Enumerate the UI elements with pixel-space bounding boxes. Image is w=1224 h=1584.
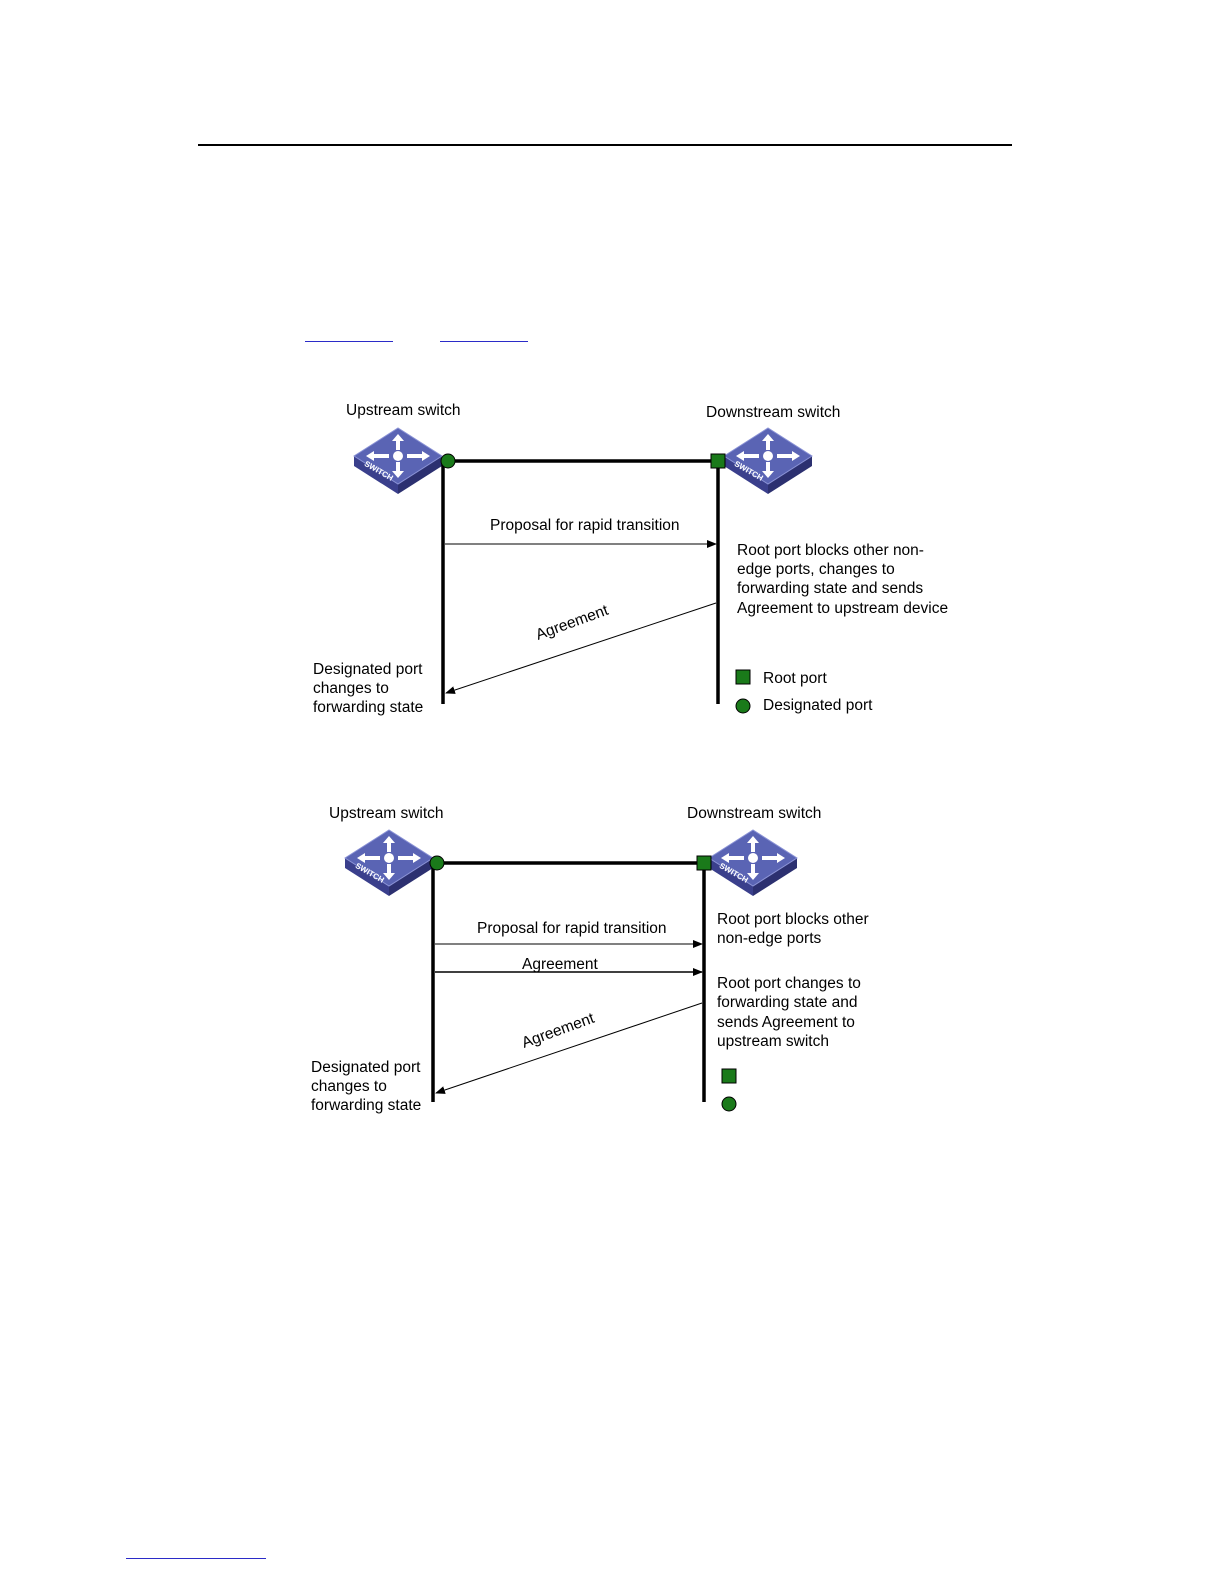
proposal-label: Proposal for rapid transition bbox=[490, 517, 680, 534]
svg-text:forwarding state and: forwarding state and bbox=[717, 994, 857, 1011]
downstream-switch-icon: SWITCH bbox=[708, 829, 798, 897]
svg-text:non-edge ports: non-edge ports bbox=[717, 930, 822, 947]
svg-text:Root port changes to: Root port changes to bbox=[717, 975, 861, 992]
agreement-back-label: Agreement bbox=[520, 1010, 598, 1052]
svg-text:Root port blocks other non-: Root port blocks other non- bbox=[737, 542, 924, 559]
legend-designated-port-icon bbox=[721, 1096, 737, 1112]
upstream-switch-label: Upstream switch bbox=[329, 805, 444, 822]
legend-root-port-icon bbox=[735, 669, 751, 685]
root-port-blocks-note: Root port blocks other non-edge ports bbox=[717, 911, 869, 947]
designated-port-marker bbox=[429, 855, 445, 871]
svg-text:Root port blocks other: Root port blocks other bbox=[717, 911, 869, 928]
designated-port-note: Designated port changes to forwarding st… bbox=[311, 1059, 421, 1114]
rstp-diagram-with-agreement: Upstream switch Downstream switch SWITCH… bbox=[311, 805, 869, 1114]
link-underline-1[interactable] bbox=[305, 341, 393, 342]
svg-text:upstream switch: upstream switch bbox=[717, 1033, 829, 1050]
link-underline-2[interactable] bbox=[440, 341, 528, 342]
legend-designated-port-icon bbox=[735, 698, 751, 714]
root-port-forwarding-note: Root port changes to forwarding state an… bbox=[717, 975, 861, 1050]
legend-root-port-label: Root port bbox=[763, 670, 827, 687]
rstp-diagram-proposal-agreement: Upstream switch Downstream switch SWITCH… bbox=[313, 402, 948, 716]
svg-text:forwarding state: forwarding state bbox=[311, 1097, 421, 1114]
svg-text:forwarding state: forwarding state bbox=[313, 699, 423, 716]
svg-text:changes to: changes to bbox=[313, 680, 389, 697]
agreement-arrow bbox=[445, 602, 717, 694]
root-port-marker bbox=[710, 453, 726, 469]
root-port-note: Root port blocks other non- edge ports, … bbox=[737, 542, 948, 617]
svg-text:Agreement to upstream device: Agreement to upstream device bbox=[737, 600, 948, 617]
svg-text:edge ports, changes to: edge ports, changes to bbox=[737, 561, 895, 578]
svg-text:forwarding state and sends: forwarding state and sends bbox=[737, 580, 923, 597]
svg-text:Designated port: Designated port bbox=[313, 661, 423, 678]
svg-text:Designated port: Designated port bbox=[311, 1059, 421, 1076]
agreement-forward-label: Agreement bbox=[522, 956, 599, 973]
legend-root-port-icon bbox=[721, 1068, 737, 1084]
upstream-switch-icon: SWITCH bbox=[353, 427, 443, 495]
proposal-label: Proposal for rapid transition bbox=[477, 920, 667, 937]
downstream-switch-icon: SWITCH bbox=[723, 427, 813, 495]
footer-link-underline[interactable] bbox=[126, 1558, 266, 1559]
svg-text:changes to: changes to bbox=[311, 1078, 387, 1095]
upstream-switch-icon: SWITCH bbox=[344, 829, 434, 897]
downstream-switch-label: Downstream switch bbox=[687, 805, 821, 822]
legend-designated-port-label: Designated port bbox=[763, 697, 873, 714]
header-rule bbox=[198, 144, 1012, 146]
upstream-switch-label: Upstream switch bbox=[346, 402, 461, 419]
agreement-back-arrow bbox=[435, 1002, 703, 1094]
designated-port-note: Designated port changes to forwarding st… bbox=[313, 661, 423, 716]
agreement-label: Agreement bbox=[534, 602, 612, 644]
designated-port-marker bbox=[440, 453, 456, 469]
svg-text:sends Agreement to: sends Agreement to bbox=[717, 1014, 855, 1031]
root-port-marker bbox=[696, 855, 712, 871]
downstream-switch-label: Downstream switch bbox=[706, 404, 840, 421]
